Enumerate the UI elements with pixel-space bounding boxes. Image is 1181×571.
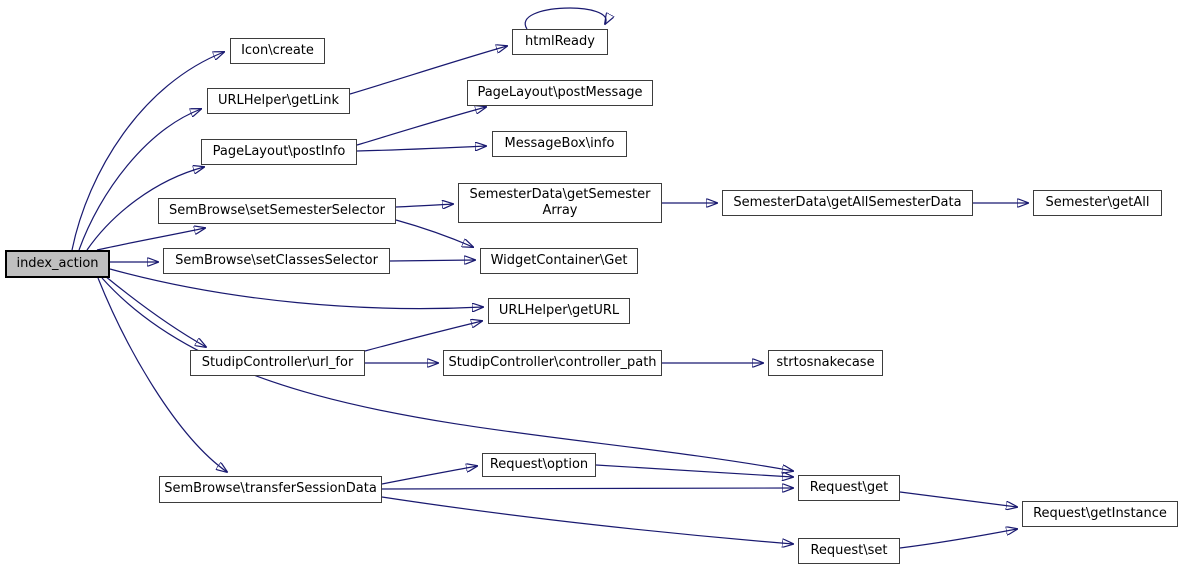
node-urlhelper-getlink[interactable]: URLHelper\getLink — [207, 88, 350, 114]
edge-index_action-to-urlhelper_getlink — [78, 109, 201, 251]
edge-request_get-to-request_getinstance — [899, 491, 1017, 507]
node-request-getinstance[interactable]: Request\getInstance — [1022, 501, 1178, 527]
node-sembrowse-setsemesterselector[interactable]: SemBrowse\setSemesterSelector — [158, 198, 396, 224]
edge-pagelayout_postinfo-to-pagelayout_postmessage — [356, 107, 486, 146]
edge-index_action-to-icon_create — [71, 52, 224, 251]
node-widgetcontainer-get[interactable]: WidgetContainer\Get — [480, 248, 638, 274]
node-request-set[interactable]: Request\set — [798, 538, 900, 564]
edge-index_action-to-sembrowse_transfersessiondata — [97, 277, 227, 472]
node-studipcontroller-url-for[interactable]: StudipController\url_for — [190, 350, 365, 376]
node-pagelayout-postinfo[interactable]: PageLayout\postInfo — [201, 139, 357, 165]
edge-sembrowse_setclassesselector-to-widgetcontainer_get — [389, 260, 475, 261]
edge-sembrowse_transfersessiondata-to-request_option — [381, 466, 477, 485]
edge-urlhelper_getlink-to-htmlready — [349, 46, 507, 95]
edge-index_action-to-sembrowse_setsemesterselector — [96, 228, 205, 251]
node-messagebox-info[interactable]: MessageBox\info — [492, 131, 627, 157]
edge-index_action-to-request_get — [101, 277, 793, 471]
edge-sembrowse_transfersessiondata-to-request_get — [381, 488, 793, 489]
edge-htmlready-self-loop — [524, 7, 606, 30]
edge-index_action-to-studipcontroller_url_for — [104, 275, 206, 347]
node-urlhelper-geturl[interactable]: URLHelper\getURL — [488, 298, 630, 324]
edge-sembrowse_setsemesterselector-to-widgetcontainer_get — [395, 219, 473, 247]
node-semesterdata-getallsemesterdata[interactable]: SemesterData\getAllSemesterData — [722, 190, 973, 216]
node-pagelayout-postmessage[interactable]: PageLayout\postMessage — [467, 80, 653, 106]
node-request-option[interactable]: Request\option — [482, 453, 596, 477]
node-request-get[interactable]: Request\get — [798, 475, 900, 501]
node-sembrowse-setclassesselector[interactable]: SemBrowse\setClassesSelector — [163, 248, 390, 274]
node-icon-create[interactable]: Icon\create — [230, 38, 325, 64]
node-semester-getall[interactable]: Semester\getAll — [1033, 190, 1162, 216]
edge-pagelayout_postinfo-to-messagebox_info — [356, 146, 486, 152]
edge-index_action-to-urlhelper_geturl — [109, 268, 483, 309]
node-index-action[interactable]: index_action — [5, 250, 110, 278]
node-sembrowse-transfersessiondata[interactable]: SemBrowse\transferSessionData — [159, 476, 382, 503]
node-strtosnakecase[interactable]: strtosnakecase — [768, 350, 883, 376]
edge-sembrowse_setsemesterselector-to-semesterdata_getsemesterarray — [395, 204, 453, 207]
edge-studipcontroller_url_for-to-urlhelper_geturl — [364, 321, 482, 352]
edge-index_action-to-pagelayout_postinfo — [86, 167, 204, 251]
edge-sembrowse_transfersessiondata-to-request_set — [381, 496, 793, 544]
node-semesterdata-getsemesterarray[interactable]: SemesterData\getSemester Array — [458, 183, 662, 223]
edge-request_set-to-request_getinstance — [899, 529, 1017, 549]
node-studipcontroller-controller-path[interactable]: StudipController\controller_path — [443, 350, 662, 376]
node-htmlready[interactable]: htmlReady — [512, 29, 608, 55]
edge-request_option-to-request_get — [595, 464, 793, 477]
